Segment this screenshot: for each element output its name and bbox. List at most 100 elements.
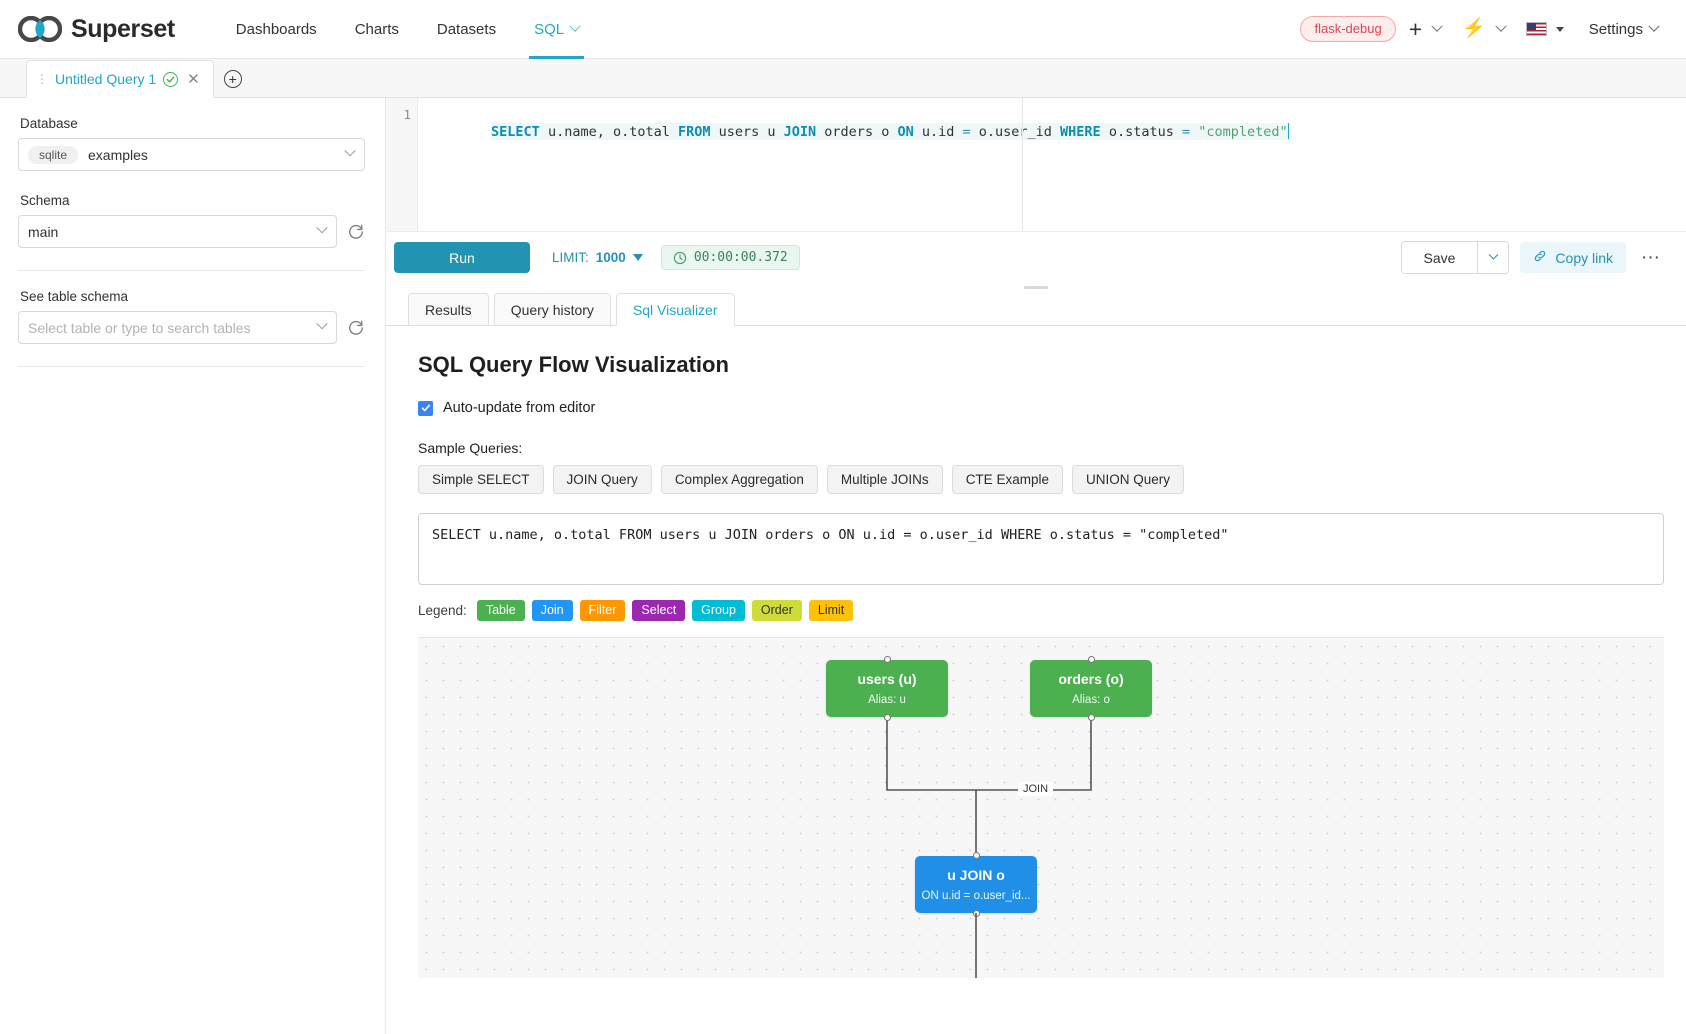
legend-chip-filter: Filter <box>579 600 626 621</box>
save-button[interactable]: Save <box>1401 242 1478 273</box>
copy-link-label: Copy link <box>1555 249 1614 266</box>
tab-results[interactable]: Results <box>408 293 489 326</box>
drag-handle-icon[interactable]: ⋮ <box>36 71 48 86</box>
success-check-icon <box>163 71 179 87</box>
settings-menu[interactable]: Settings <box>1577 21 1664 38</box>
query-flow-canvas[interactable]: JOIN users (u) Alias: u orders (o) Alias… <box>418 638 1664 978</box>
legend-chip-table: Table <box>476 600 525 621</box>
tab-sql-visualizer[interactable]: Sql Visualizer <box>615 293 735 326</box>
refresh-schema-icon[interactable] <box>347 223 365 241</box>
clock-icon <box>673 251 687 265</box>
database-engine-pill: sqlite <box>28 145 79 164</box>
nav-link-dashboards[interactable]: Dashboards <box>217 0 336 59</box>
flow-node-users-title: users (u) <box>857 671 917 688</box>
chevron-down-icon <box>316 221 328 233</box>
sample-button-complex-aggregation[interactable]: Complex Aggregation <box>660 465 818 494</box>
nav-right-group: flask-debug + ⚡ Settings <box>1300 14 1664 44</box>
database-select[interactable]: sqlite examples <box>18 138 365 171</box>
top-navigation-bar: Superset Dashboards Charts Datasets SQL … <box>0 0 1686 59</box>
brand-name: Superset <box>71 14 175 43</box>
nav-link-datasets[interactable]: Datasets <box>418 0 515 59</box>
auto-update-checkbox[interactable] <box>418 400 433 416</box>
brand-logo-group[interactable]: Superset <box>18 15 175 44</box>
panel-divider-2 <box>18 366 365 367</box>
more-options-button[interactable]: ··· <box>1641 246 1660 268</box>
nav-link-dashboards-label: Dashboards <box>235 20 317 38</box>
refresh-tables-icon[interactable] <box>347 319 365 337</box>
schema-field-row: main <box>18 215 365 248</box>
auto-update-label: Auto-update from editor <box>443 400 596 416</box>
node-port-top <box>883 656 891 663</box>
triangle-down-icon <box>632 254 643 261</box>
close-icon[interactable]: ✕ <box>187 70 200 88</box>
sample-button-cte-example[interactable]: CTE Example <box>951 465 1063 494</box>
nav-link-sql[interactable]: SQL <box>515 0 598 59</box>
save-dropdown-button[interactable] <box>1477 242 1509 273</box>
nav-link-datasets-label: Datasets <box>436 20 497 38</box>
panel-resize-handle[interactable] <box>386 283 1686 292</box>
database-select-value: examples <box>88 146 148 163</box>
table-select[interactable]: Select table or type to search tables <box>18 311 337 344</box>
schema-select[interactable]: main <box>18 215 337 248</box>
run-button[interactable]: Run <box>394 242 530 273</box>
flow-node-join-condition: ON u.id = o.user_id... <box>921 889 1031 902</box>
visualizer-sql-input[interactable] <box>418 513 1664 585</box>
flow-node-join-title: u JOIN o <box>947 867 1005 884</box>
copy-link-button[interactable]: Copy link <box>1520 242 1627 273</box>
database-label: Database <box>20 116 78 131</box>
edge-label-join: JOIN <box>1018 782 1054 796</box>
nav-link-sql-label: SQL <box>534 20 565 38</box>
text-cursor <box>1287 123 1289 139</box>
us-flag-icon <box>1525 22 1547 36</box>
superset-logo-icon <box>18 16 62 42</box>
bolt-icon: ⚡ <box>1462 18 1486 39</box>
nav-link-charts[interactable]: Charts <box>336 0 418 59</box>
plus-icon: + <box>1408 16 1423 42</box>
sample-query-buttons: Simple SELECT JOIN Query Complex Aggrega… <box>418 465 1664 494</box>
page-title: SQL Query Flow Visualization <box>418 352 729 377</box>
database-field-row: sqlite examples <box>18 138 365 171</box>
quick-actions-button[interactable]: ⚡ <box>1454 14 1513 44</box>
sample-queries-label: Sample Queries: <box>418 440 523 456</box>
chevron-down-icon <box>1648 20 1660 32</box>
sample-button-simple-select[interactable]: Simple SELECT <box>418 465 544 494</box>
flow-node-join[interactable]: u JOIN o ON u.id = o.user_id... <box>915 852 1037 917</box>
editor-code-line: SELECT u.name, o.total FROM users u JOIN… <box>491 123 1290 140</box>
legend-chip-limit: Limit <box>808 600 854 621</box>
table-select-placeholder: Select table or type to search tables <box>28 319 251 336</box>
sample-button-multiple-joins[interactable]: Multiple JOINs <box>826 465 943 494</box>
auto-update-row: Auto-update from editor <box>418 400 1664 416</box>
flow-node-users[interactable]: users (u) Alias: u <box>826 656 948 721</box>
tab-sql-visualizer-label: Sql Visualizer <box>632 301 718 318</box>
print-margin-line <box>1022 98 1023 231</box>
add-query-tab-button[interactable]: + <box>214 60 252 98</box>
see-table-schema-label: See table schema <box>20 289 129 304</box>
tab-query-history[interactable]: Query history <box>493 293 611 326</box>
tab-results-label: Results <box>425 301 472 318</box>
legend-chip-group: Group <box>692 600 745 621</box>
panel-divider <box>18 270 365 271</box>
sample-button-union-query[interactable]: UNION Query <box>1071 465 1184 494</box>
query-timer-badge: 00:00:00.372 <box>660 245 800 270</box>
result-tab-bar: Results Query history Sql Visualizer <box>386 292 1686 326</box>
flow-node-orders[interactable]: orders (o) Alias: o <box>1030 656 1152 721</box>
new-item-button[interactable]: + <box>1401 14 1449 44</box>
query-tab-untitled-query-1[interactable]: ⋮ Untitled Query 1 ✕ <box>26 60 214 98</box>
triangle-down-icon <box>1555 26 1564 32</box>
language-selector[interactable] <box>1518 16 1572 42</box>
flask-debug-badge[interactable]: flask-debug <box>1300 16 1396 42</box>
sql-editor[interactable]: 1 SELECT u.name, o.total FROM users u JO… <box>386 98 1686 231</box>
nav-link-charts-label: Charts <box>354 20 399 38</box>
save-button-group: Save <box>1400 241 1510 274</box>
schema-label: Schema <box>20 193 70 208</box>
body-split: Database sqlite examples Schema main See <box>0 98 1686 1034</box>
legend-chip-join: Join <box>531 600 573 621</box>
tab-query-history-label: Query history <box>510 301 594 318</box>
limit-dropdown[interactable]: LIMIT: 1000 <box>552 250 643 265</box>
editor-code-area[interactable]: SELECT u.name, o.total FROM users u JOIN… <box>418 98 1686 231</box>
flow-edges-lower <box>975 913 977 978</box>
sample-button-join-query[interactable]: JOIN Query <box>552 465 652 494</box>
chevron-down-icon <box>316 317 328 329</box>
query-tab-bar: ⋮ Untitled Query 1 ✕ + <box>0 59 1686 98</box>
limit-label: LIMIT: <box>552 250 589 265</box>
